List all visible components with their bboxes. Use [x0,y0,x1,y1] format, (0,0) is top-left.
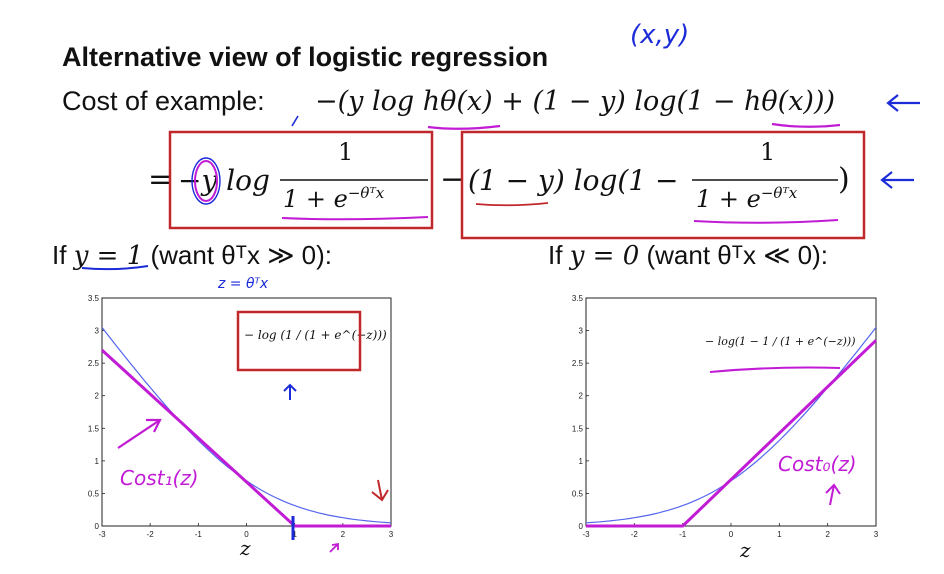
left-plot-formula: − log (1 / (1 + e^(−z))) [244,328,387,342]
left-xlabel: z [240,536,251,560]
cost-label: Cost of example: [62,86,265,116]
y-tick-label: 0 [95,522,100,531]
arrow-left-icon [880,171,914,189]
underline-h2 [771,122,841,128]
left-plot: -3 -2 -1 0 1 2 3 0 0.5 1 1.5 2 2.5 3 3.5 [88,294,394,539]
right-condition: If y = 0 (want θᵀx ≪ 0): [548,240,828,271]
left-condition: If y = 1 (want θᵀx ≫ 0): [52,240,332,271]
arrow-left-icon [886,94,920,112]
x-tick-label: -1 [679,530,687,539]
right-plot: -3 -2 -1 0 1 2 3 0 0.5 1 1.5 2 2.5 3 3.5 [572,294,879,539]
underline-den2 [693,219,839,224]
underline-y-eq-1 [81,265,149,271]
red-box-term2 [460,130,866,240]
right-curve-cost0 [586,339,878,528]
x-tick-label: -2 [631,530,639,539]
frac1-numerator: 1 [338,138,354,166]
tick-mark-icon [291,115,299,127]
x-tick-label: 3 [874,530,879,539]
underline-h1 [427,124,501,130]
y-tick-label: 3 [579,327,584,336]
term2-prefix: (1 − y) log(1 − [468,164,679,197]
red-box-term1 [168,130,434,230]
y-tick-label: 3.5 [572,294,584,303]
frac2-denominator: 1 + e−θᵀx [696,184,798,213]
underline-plot-formula [709,366,841,373]
left-curve-cost1 [100,348,391,528]
y-tick-label: 0.5 [88,489,100,498]
x-tick-label: 0 [244,530,249,539]
small-arrow-icon [329,542,339,553]
y-tick-label: 2 [579,392,584,401]
cost1-annotation: Cost₁(z) [120,466,199,490]
x-tick-label: 2 [825,530,830,539]
cost-expression: −(y log hθ(x) + (1 − y) log(1 − hθ(x))) [315,86,836,117]
frac1-denominator: 1 + e−θᵀx [283,184,385,213]
cost0-arrow-icon [825,483,841,506]
cost1-arrow-icon [117,418,162,449]
x-tick-label: 1 [777,530,782,539]
y-tick-label: 1.5 [572,424,584,433]
slide-title: Alternative view of logistic regression [62,42,549,72]
x-tick-label: 2 [341,530,346,539]
x-tick-label: 3 [389,530,394,539]
y-tick-label: 0 [579,522,584,531]
x-tick-label: -3 [98,530,106,539]
underline-den1 [281,216,429,221]
circle-y [194,160,218,202]
y-tick-label: 1 [579,457,584,466]
red-box-plot-formula [236,310,362,372]
y-tick-label: 2.5 [572,359,584,368]
x-tick-label: -1 [195,530,203,539]
y-tick-label: 1.5 [88,424,100,433]
right-xlabel: z [740,538,751,562]
y-tick-label: 3 [95,327,100,336]
left-curve-sigmoid-cost [101,327,392,524]
cost0-annotation: Cost₀(z) [778,452,857,476]
xy-annotation: (x,y) [630,20,690,50]
circle-y-blue [191,157,221,205]
y-tick-label: 2 [95,392,100,401]
x-tick-label: 1 [292,530,297,539]
x-tick-label: 0 [729,530,734,539]
y-tick-label: 1 [95,457,100,466]
y-tick-label: 3.5 [88,294,100,303]
term2-suffix: ) [838,162,850,197]
x-tick-label: -3 [582,530,590,539]
y-tick-label: 0.5 [572,489,584,498]
underline-one-minus-y [475,202,549,207]
arrow-up-icon [283,383,297,400]
x-tick-label: -2 [147,530,155,539]
left-plot-frame [101,297,392,527]
y-tick-label: 2.5 [88,359,100,368]
down-arrow-icon [371,479,389,502]
z-definition: z = θᵀx [218,276,269,292]
frac2-numerator: 1 [760,138,776,166]
right-plot-formula: − log(1 − 1 / (1 + e^(−z))) [705,335,856,348]
